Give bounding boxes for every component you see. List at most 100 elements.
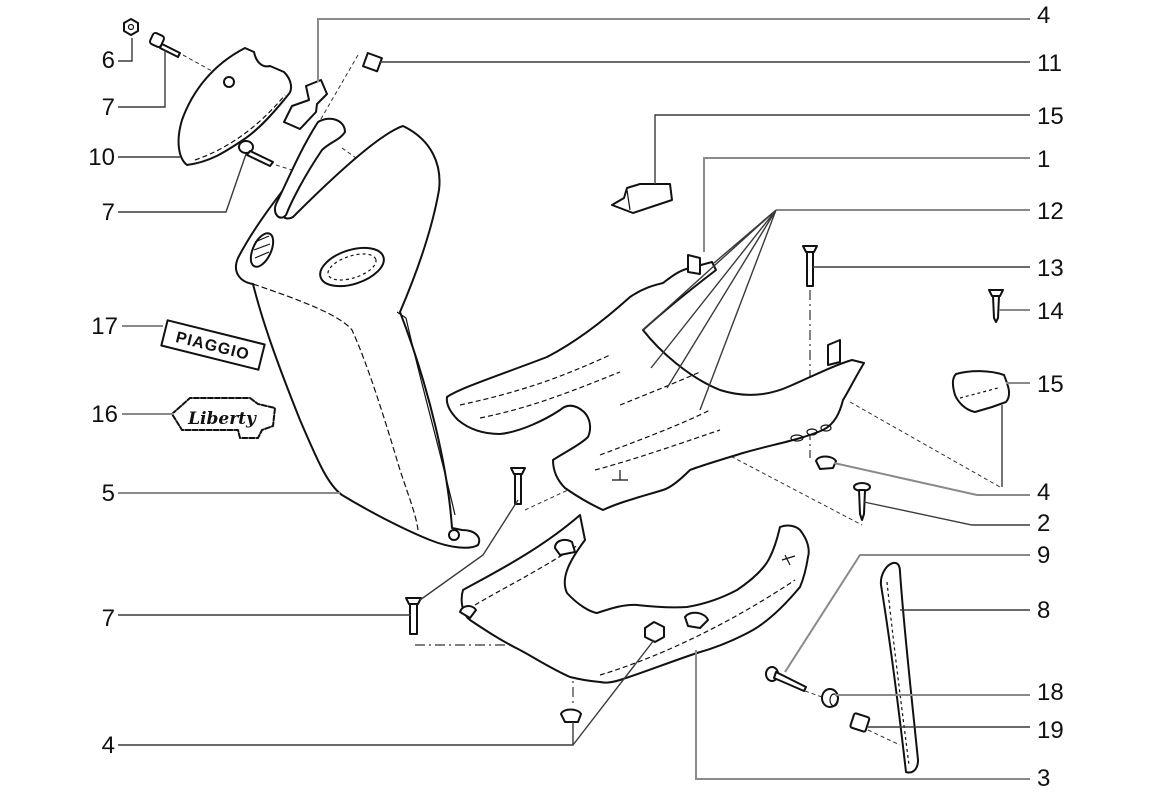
part-17-piaggio-badge: PIAGGIO [160,319,266,371]
callout-6[interactable]: 6 [102,47,115,74]
footboard-rib-3 [599,409,711,456]
bolt-13 [802,245,818,287]
leader-6 [118,38,133,62]
footboard-rear-tab [827,339,841,366]
callout-3[interactable]: 3 [1037,765,1050,792]
part-3-under-pan [459,514,810,684]
callout-9[interactable]: 9 [1037,542,1050,569]
front-cover-edge-detail [194,94,286,161]
nut-6-icon [123,18,139,36]
bracket-15-upper [611,183,673,214]
callout-1[interactable]: 1 [1037,146,1050,173]
bolt-shank [159,43,181,58]
footboard-outline [445,261,865,511]
nut-11-icon [362,52,383,73]
leader-1 [703,157,1030,252]
right-callouts: 4 11 15 1 12 13 14 15 4 2 9 8 18 19 3 [1037,2,1064,792]
footboard-pin [612,470,628,481]
callout-13[interactable]: 13 [1037,255,1064,282]
leader-4-top [317,18,1030,82]
leg-shield-foot-eye [448,529,460,541]
callout-17[interactable]: 17 [91,313,118,340]
callout-19[interactable]: 19 [1037,717,1064,744]
clip-15-detail [959,387,999,399]
axis-legshield-hook [341,147,357,159]
part-10-front-cover [177,47,293,166]
leg-shield-inner-contour [252,283,419,531]
nut-19-icon [849,712,871,733]
hardware [123,18,1011,733]
axis-screw9-spacer [804,690,823,698]
bolt-14 [988,289,1004,323]
bolt-7-lower [405,597,422,635]
spacer-18 [821,688,839,708]
callout-12[interactable]: 12 [1037,198,1064,225]
leg-shield-outline [234,125,481,549]
part-1-footboard [445,254,865,511]
front-cover-hole [223,76,235,88]
callout-4[interactable]: 4 [1037,2,1050,29]
under-pan-rear-lug [684,611,709,629]
footboard-hole-2 [806,428,818,436]
screw-shank [858,489,866,521]
leader-12-fan [642,209,777,411]
callout-15[interactable]: 15 [1037,371,1064,398]
part-8-side-strip [879,561,919,774]
clip-4-upper [283,79,328,130]
nut-4-right [815,455,837,470]
axis-clip15 [849,401,1001,488]
vent-slats [253,235,271,259]
callout-5[interactable]: 5 [102,480,115,507]
bolt-shank [806,251,814,287]
under-pan-mark [781,554,796,566]
callout-7[interactable]: 7 [102,605,115,632]
callout-18[interactable]: 18 [1037,679,1064,706]
footboard-rib-5 [619,371,701,406]
under-pan-rim-detail [599,579,796,676]
piaggio-badge-frame [160,319,266,371]
nut-4-lower-1 [560,708,582,723]
bolt-head [238,140,254,154]
screw-shank [773,671,807,692]
footboard-hole-1 [790,434,804,442]
callout-10[interactable]: 10 [88,144,115,171]
leg-shield-side-strip [396,311,456,516]
callout-11[interactable]: 11 [1037,50,1062,77]
clip-15-right [951,370,1011,413]
leader-4-right [833,462,1030,496]
bracket-15-fold [626,189,631,211]
leader-2 [863,501,1030,526]
leader-15-top [654,114,1030,184]
footboard-rib-1 [459,354,611,406]
callout-4[interactable]: 4 [1037,479,1050,506]
part-16-liberty-decal: Liberty [171,397,276,439]
callout-2[interactable]: 2 [1037,510,1050,537]
under-pan-outline [460,514,810,684]
bolt-shank [246,150,274,167]
part-5-leg-shield [234,117,481,549]
screw-9 [765,666,807,692]
callout-8[interactable]: 8 [1037,597,1050,624]
callout-4[interactable]: 4 [102,732,115,759]
bolt-shank [514,473,522,505]
steering-slot [274,117,346,219]
center-emblem-detail [327,253,377,281]
nut-4-lower-2 [644,621,665,643]
liberty-decal-text: Liberty [187,409,257,429]
callout-16[interactable]: 16 [91,401,118,428]
axis-bolt7-fender [182,54,233,83]
callout-15[interactable]: 15 [1037,103,1064,130]
callout-7[interactable]: 7 [102,94,115,121]
liberty-decal-outline [171,397,276,439]
left-callouts: 6 7 10 7 17 16 5 7 4 [88,47,118,759]
callout-7[interactable]: 7 [102,199,115,226]
bolt-7-footboard [510,467,526,505]
bolt-shank [409,603,418,635]
callout-14[interactable]: 14 [1037,298,1064,325]
axis-nut19-strip [867,729,901,746]
footboard-front-tab [687,254,701,275]
leader-3 [695,650,1030,780]
leader-lines [118,18,1030,780]
bolt-7-upper [149,32,181,58]
screw-2 [853,482,871,521]
